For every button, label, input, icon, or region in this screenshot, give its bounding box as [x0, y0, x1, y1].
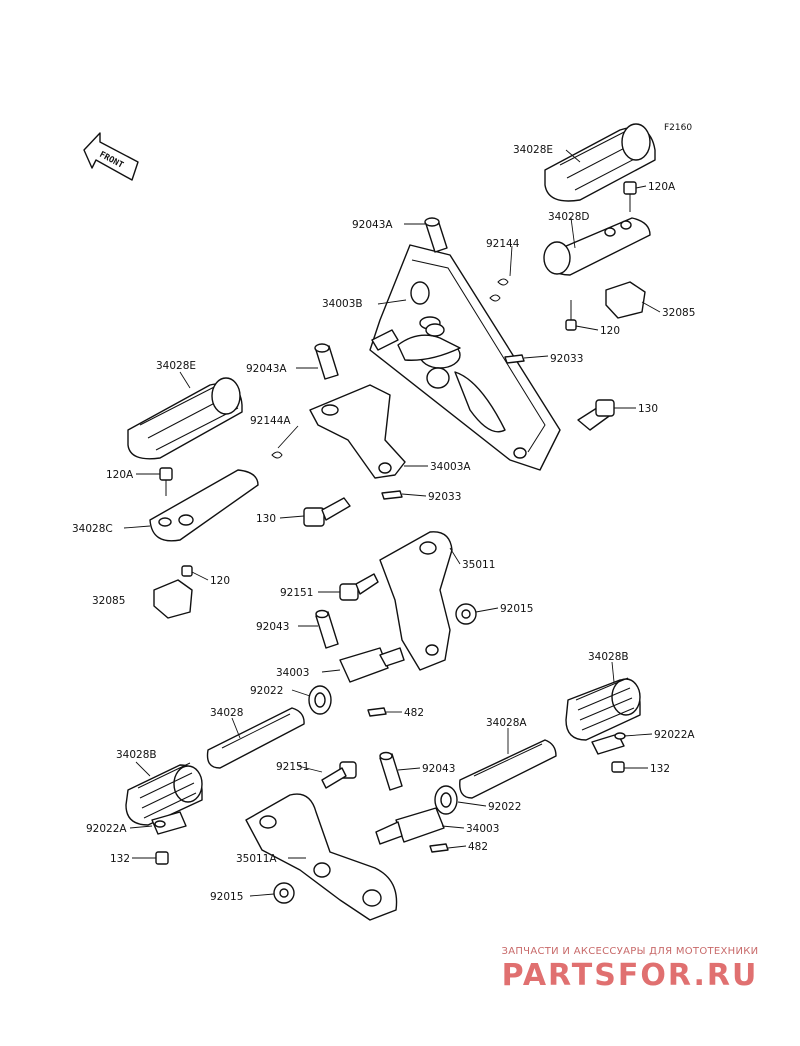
footpeg-holder-34028D [543, 217, 651, 276]
bolt-120-left [181, 565, 193, 577]
label-92022-bot[interactable]: 92022 [488, 801, 521, 813]
footpeg-rubber-34028E-top [544, 123, 656, 202]
bolt-92151-bot [321, 761, 357, 789]
pin-92043-bot [379, 751, 403, 791]
label-34028C[interactable]: 34028C [72, 523, 113, 535]
watermark-brand: PARTSFOR.RU [501, 958, 759, 993]
footpeg-34028A [459, 739, 557, 799]
label-34028D[interactable]: 34028D [548, 211, 590, 223]
label-92043-bot[interactable]: 92043 [422, 763, 455, 775]
label-34003A[interactable]: 34003A [430, 461, 471, 473]
bolt-120A-top [623, 181, 637, 212]
watermark: ЗАПЧАСТИ И АКСЕССУАРЫ ДЛЯ МОТОТЕХНИКИ PA… [470, 946, 790, 993]
bolt-130-right [577, 399, 615, 431]
label-132-left[interactable]: 132 [110, 853, 130, 865]
pad-32085-left [153, 579, 193, 619]
nut-92015-top [455, 603, 477, 625]
label-92022A-left[interactable]: 92022A [86, 823, 127, 835]
leader-lines [123, 149, 661, 897]
label-34003-bot[interactable]: 34003 [466, 823, 499, 835]
label-92033-top[interactable]: 92033 [550, 353, 583, 365]
bracket-35011A [245, 793, 398, 921]
label-120-top[interactable]: 120 [600, 325, 620, 337]
label-35011A[interactable]: 35011A [236, 853, 277, 865]
bolt-132-right [611, 761, 625, 773]
label-92015-bot[interactable]: 92015 [210, 891, 243, 903]
washer-92022-bot [434, 785, 458, 815]
label-34003B[interactable]: 34003B [322, 298, 363, 310]
footpeg-rubber-34028B-right [565, 677, 641, 741]
label-132-right[interactable]: 132 [650, 763, 670, 775]
label-92043A-mid[interactable]: 92043A [246, 363, 287, 375]
diagram-code: F2160 [664, 123, 692, 133]
front-arrow-icon: FRONT [83, 132, 139, 181]
label-130-left[interactable]: 130 [256, 513, 276, 525]
label-34028E-left[interactable]: 34028E [156, 360, 196, 372]
label-34028B-left[interactable]: 34028B [116, 749, 157, 761]
bracket-35011 [379, 531, 453, 671]
label-120A-top[interactable]: 120A [648, 181, 676, 193]
cotter-pin-92033-top [504, 354, 525, 364]
label-92022A-right[interactable]: 92022A [654, 729, 695, 741]
label-35011[interactable]: 35011 [462, 559, 495, 571]
label-120A-left[interactable]: 120A [106, 469, 134, 481]
bolt-92151-top [339, 573, 379, 601]
small-bolt-center [371, 329, 399, 351]
label-92043A-top[interactable]: 92043A [352, 219, 393, 231]
footpeg-rubber-34028E-left [127, 377, 243, 460]
nut-92015-bot [273, 882, 295, 904]
pad-32085-top [605, 281, 646, 319]
footpeg-holder-34028C [149, 469, 259, 542]
bracket-34003B [369, 244, 561, 471]
label-120-left[interactable]: 120 [210, 575, 230, 587]
spring-92144 [489, 278, 509, 302]
plate-92022A-right [591, 732, 626, 755]
clip-482-top [367, 707, 387, 717]
clevis-34003-bot [375, 807, 445, 845]
label-92151-bot[interactable]: 92151 [276, 761, 309, 773]
label-32085-left[interactable]: 32085 [92, 595, 125, 607]
label-92033-mid[interactable]: 92033 [428, 491, 461, 503]
bolt-132-left [155, 851, 169, 865]
pin-92043-top [315, 609, 339, 649]
plate-92022A-left [151, 811, 187, 835]
label-34028A[interactable]: 34028A [486, 717, 527, 729]
bolt-120A-left [159, 467, 173, 496]
label-92022-left[interactable]: 92022 [250, 685, 283, 697]
bolt-130-left [303, 497, 351, 527]
footpeg-rubber-34028B-left [125, 762, 203, 826]
clevis-34003-top [339, 647, 405, 683]
spring-92144A [271, 451, 283, 459]
pin-92043A-mid [314, 343, 339, 380]
clip-482-bot [429, 843, 449, 853]
bracket-34003A [309, 384, 406, 479]
washer-92022-left [308, 685, 332, 715]
label-482-bot[interactable]: 482 [468, 841, 488, 853]
label-92144[interactable]: 92144 [486, 238, 520, 250]
label-34028B-right[interactable]: 34028B [588, 651, 629, 663]
label-92144A[interactable]: 92144A [250, 415, 291, 427]
label-32085-top[interactable]: 32085 [662, 307, 695, 319]
watermark-tagline: ЗАПЧАСТИ И АКСЕССУАРЫ ДЛЯ МОТОТЕХНИКИ [501, 946, 759, 957]
label-34028E-top[interactable]: 34028E [513, 144, 553, 156]
pin-92043A-top [424, 217, 448, 253]
label-92015-top[interactable]: 92015 [500, 603, 533, 615]
bolt-120-top [565, 300, 577, 331]
label-130-right[interactable]: 130 [638, 403, 658, 415]
label-34003-top[interactable]: 34003 [276, 667, 309, 679]
label-92043-top[interactable]: 92043 [256, 621, 289, 633]
label-92151-top[interactable]: 92151 [280, 587, 313, 599]
footpeg-34028 [206, 707, 305, 769]
label-482-top[interactable]: 482 [404, 707, 424, 719]
cotter-pin-92033-mid [381, 490, 403, 500]
part-labels: 34028E 120A 92043A 34028D 92144 34003B 1… [72, 144, 695, 903]
label-34028[interactable]: 34028 [210, 707, 243, 719]
